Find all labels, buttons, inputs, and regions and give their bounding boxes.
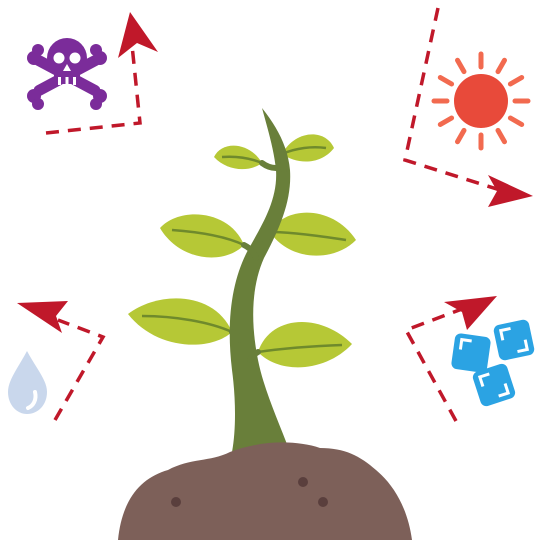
water-arrowhead [17,301,68,333]
skull-eye-left [54,53,65,64]
soil-pebble [298,477,308,487]
sun-ray [458,60,465,71]
poison-arrowhead [118,12,158,58]
soil-pebble [171,497,181,507]
sun-ray [510,78,521,85]
sun-ray [498,130,505,141]
sun-ray [440,78,451,85]
plant-seedling [128,108,356,452]
sun-ray [440,118,451,125]
leaf-top-left [214,146,262,170]
water-arrow [55,320,103,420]
skull-crossbones-icon [27,38,107,110]
skull-eye-right [70,53,81,64]
leaf-mid-right [270,213,356,256]
soil-mound [118,442,412,540]
water-drop-icon [8,351,47,414]
leaf-top-right [282,134,334,161]
soil-pebble [318,497,328,507]
sun-ray [510,118,521,125]
sun-ray [498,60,505,71]
sun-icon [434,54,528,148]
ice-arrowhead [444,296,497,330]
sun-arrowhead [488,175,533,207]
leaf-low-right [258,322,352,367]
ice-cubes-icon [451,319,535,408]
leaf-mid-left [160,214,244,257]
leaf-low-left [128,298,232,344]
sun-ray [458,130,465,141]
